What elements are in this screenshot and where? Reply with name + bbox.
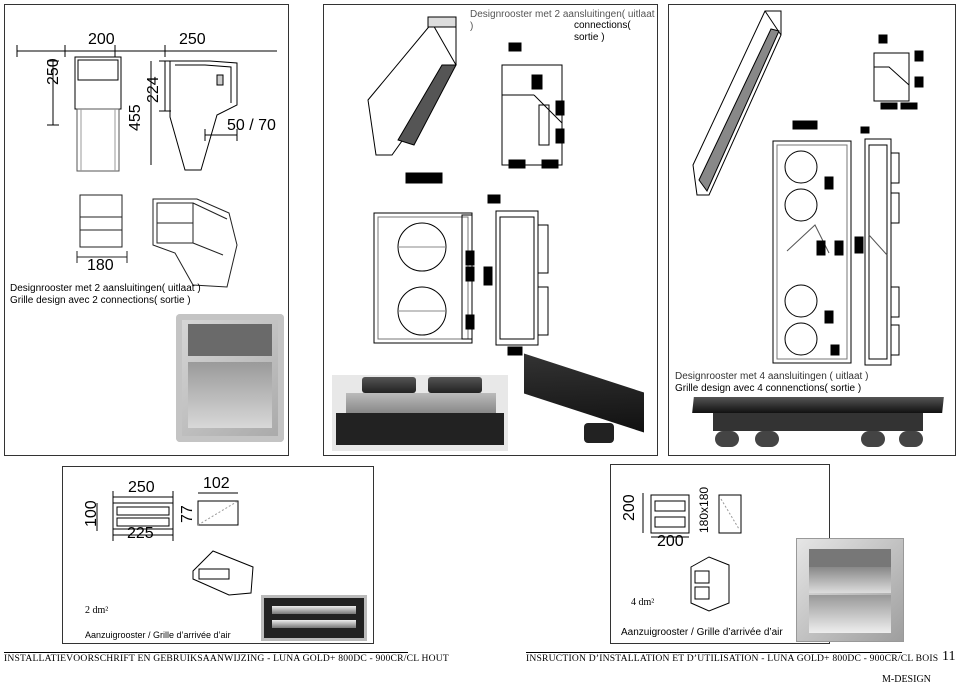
dim-224: 224 xyxy=(145,76,162,103)
drawing-2-connection-grille xyxy=(367,16,565,356)
dim-455: 455 xyxy=(127,104,144,131)
dim-250-vertical: 250 xyxy=(45,58,62,85)
footer-left: INSTALLATIEVOORSCHRIFT EN GEBRUIKSAANWIJ… xyxy=(4,653,449,664)
caption-line-2: Grille design avec 4 connenctions( sorti… xyxy=(675,383,862,394)
dim-250: 250 xyxy=(128,479,155,496)
caption-line-2: connections( sortie ) xyxy=(574,20,631,43)
dim-100: 100 xyxy=(83,500,100,527)
drawing-4-connection-grille xyxy=(692,10,924,366)
dim-180x180: 180x180 xyxy=(697,486,711,533)
photo-design-grille xyxy=(176,314,284,442)
photo-intake-grille-large xyxy=(796,538,904,642)
drawing-intake-grille-large xyxy=(642,493,742,612)
photo-intake-grille-small xyxy=(261,595,367,641)
dim-50-70: 50 / 70 xyxy=(227,117,276,134)
dim-200: 200 xyxy=(88,31,115,48)
dim-200: 200 xyxy=(657,533,684,550)
panel-bottom-right: 200 180x180 200 4 dm² Aanzuigrooster / G… xyxy=(610,464,830,644)
caption-line-2: Grille design avec 2 connections( sortie… xyxy=(10,295,191,306)
footer-rule-left xyxy=(4,652,408,653)
caption-line-1: Designrooster met 2 aansluitingen( uitla… xyxy=(10,283,201,294)
brand: M-DESIGN xyxy=(882,674,931,685)
caption: Aanzuigrooster / Grille d’arrivée d’air xyxy=(85,630,231,640)
panel-top-right: Designrooster met 4 aansluitingen ( uitl… xyxy=(668,4,956,456)
dim-102: 102 xyxy=(203,475,230,492)
footer-rule-right xyxy=(526,652,902,653)
drawing-intake-grille-small xyxy=(96,491,254,596)
photo-4-connection-grille xyxy=(692,397,944,455)
area-label: 4 dm² xyxy=(631,597,655,608)
panel-bottom-left: 250 102 100 77 225 2 dm² Aanzuigrooster … xyxy=(62,466,374,644)
dim-225: 225 xyxy=(127,525,154,542)
dim-250: 250 xyxy=(179,31,206,48)
drawing-grille-side-views xyxy=(16,45,277,288)
caption: Aanzuigrooster / Grille d’arrivée d’air xyxy=(621,627,783,638)
dim-77: 77 xyxy=(179,505,196,523)
panel-top-left: 200 250 250 455 224 50 / 70 180 Designro… xyxy=(4,4,289,456)
page-number: 11 xyxy=(942,649,956,664)
photo-grille-box-front xyxy=(332,375,508,451)
dim-180: 180 xyxy=(87,257,114,274)
photo-grille-box-angle xyxy=(514,353,654,453)
area-label: 2 dm² xyxy=(85,605,109,616)
caption-line-1: Designrooster met 4 aansluitingen ( uitl… xyxy=(675,371,869,382)
panel-top-middle: Designrooster met 2 aansluitingen( uitla… xyxy=(323,4,658,456)
caption-line-1: Designrooster met 2 aansluitingen( uitla… xyxy=(470,9,657,33)
dim-200-vertical: 200 xyxy=(621,494,638,521)
footer-right: INSRUCTION D’INSTALLATION ET D’UTILISATI… xyxy=(526,653,939,664)
